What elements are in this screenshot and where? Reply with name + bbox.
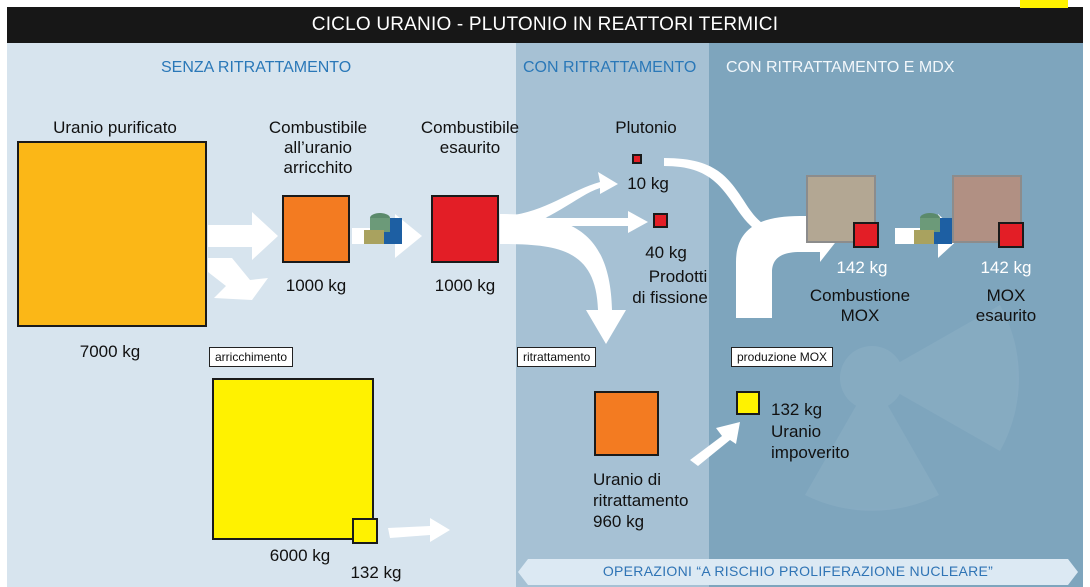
footer-banner-shape [518, 559, 1078, 585]
corner-badge [1020, 0, 1068, 8]
label-mox-esaurito-kg: 142 kg [980, 258, 1032, 277]
label-comb-arricchito-1: Combustibile [268, 118, 368, 137]
label-plutonio: Plutonio [615, 118, 677, 137]
page-title: CICLO URANIO - PLUTONIO IN REATTORI TERM… [7, 7, 1083, 43]
label-combustione-kg: 142 kg [836, 258, 888, 277]
label-combustione-1: Combustione [809, 286, 911, 305]
label-plutonio-kg: 10 kg [627, 174, 669, 193]
arrow-curved-down [208, 258, 268, 300]
label-uranio-ritr-1: Uranio di [593, 470, 662, 489]
arrow-to-impoverito [690, 422, 740, 466]
square-uranio-purificato [17, 141, 207, 327]
arrow-small-right [388, 518, 450, 542]
square-prodotti-fissione [653, 213, 668, 228]
label-comb-esaurito-1: Combustibile [420, 118, 520, 137]
label-impoverito-1: Uranio [771, 422, 822, 441]
square-uranio-impoverito [736, 391, 760, 415]
square-plutonio [632, 154, 642, 164]
section-title-senza: SENZA RITRATTAMENTO [161, 59, 352, 76]
tag-produzione-mox: produzione MOX [731, 347, 834, 367]
label-uranio-ritr-2: ritrattamento [593, 491, 689, 510]
arrow-branch-middle [500, 211, 648, 233]
label-comb-esaurito-2: esaurito [439, 138, 501, 157]
label-mox-esaurito-1: MOX [986, 286, 1026, 305]
label-comb-esaurito-kg: 1000 kg [434, 276, 496, 295]
label-prodotti-kg: 40 kg [645, 243, 687, 262]
square-arricchimento-small [352, 518, 378, 544]
arrow-branch-down [500, 214, 626, 344]
square-combustibile-arricchito [282, 195, 350, 263]
label-uranio-purificato-kg: 7000 kg [79, 342, 141, 361]
section-title-con: CON RITRATTAMENTO [523, 59, 697, 76]
square-mox-grey-2 [952, 175, 1022, 243]
label-comb-arricchito-kg: 1000 kg [285, 276, 347, 295]
arrow-to-combustibile [208, 212, 278, 260]
square-combustione-mox [853, 222, 879, 248]
label-prodotti-2: di fissione [632, 288, 708, 307]
label-impoverito-kg: 132 kg [771, 400, 823, 419]
square-combustibile-esaurito [431, 195, 499, 263]
label-arricchimento-small-kg: 132 kg [350, 563, 402, 582]
reactor-icon [364, 213, 402, 244]
section-title-con-mox: CON RITRATTAMENTO E MDX [726, 59, 955, 76]
label-arricchimento-main-kg: 6000 kg [269, 546, 331, 565]
label-comb-arricchito-3: arricchito [283, 158, 353, 177]
square-arricchimento-large [212, 378, 374, 540]
label-prodotti-1: Prodotti [648, 267, 708, 286]
label-impoverito-2: impoverito [771, 443, 850, 462]
label-combustione-2: MOX [840, 306, 880, 325]
footer-banner: OPERAZIONI “A RISCHIO PROLIFERAZIONE NUC… [518, 559, 1078, 585]
label-comb-arricchito-2: all’uranio [283, 138, 353, 157]
reactor-icon-mox [914, 213, 952, 244]
label-mox-esaurito-2: esaurito [975, 306, 1037, 325]
label-uranio-ritr-kg: 960 kg [593, 512, 645, 531]
square-uranio-ritrattamento [594, 391, 659, 456]
tag-arricchimento: arricchimento [209, 347, 294, 367]
label-uranio-purificato: Uranio purificato [53, 118, 177, 137]
square-mox-esaurito [998, 222, 1024, 248]
tag-ritrattamento: ritrattamento [517, 347, 597, 367]
footer-text: OPERAZIONI “A RISCHIO PROLIFERAZIONE NUC… [602, 563, 994, 579]
